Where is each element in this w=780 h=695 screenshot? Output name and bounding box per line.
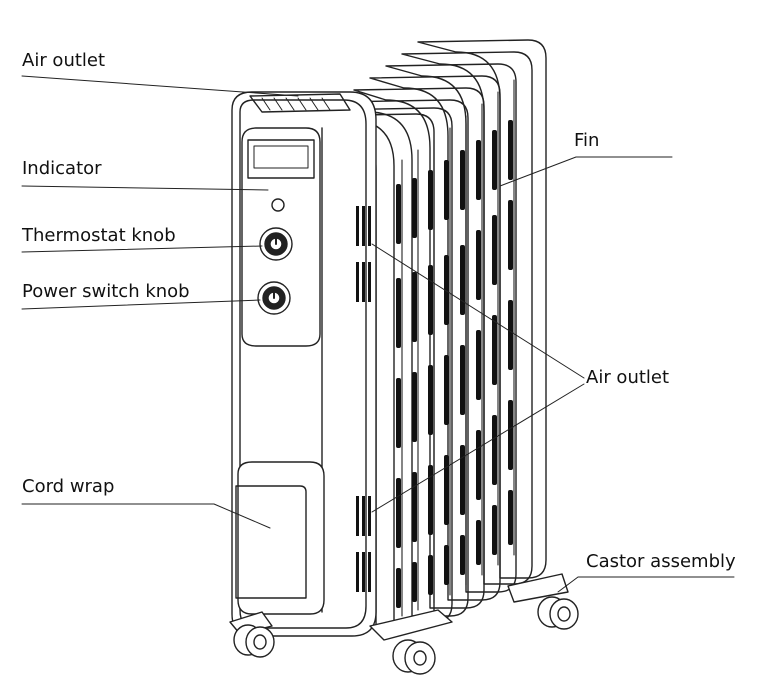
label-indicator: Indicator [22, 158, 102, 179]
fin-stack [305, 39, 547, 629]
leader-cord-wrap [21, 503, 271, 529]
power-switch-knob [257, 281, 291, 315]
cord-wrap [235, 461, 325, 615]
castor-assembly [229, 573, 579, 675]
leader-air-outlet-side-b [371, 383, 585, 513]
fin [417, 39, 547, 579]
indicator-light [271, 198, 285, 212]
label-castor-assembly: Castor assembly [586, 551, 736, 572]
side-vents [356, 206, 371, 592]
leader-thermostat [21, 245, 263, 253]
label-thermostat-knob: Thermostat knob [22, 225, 176, 246]
fin [369, 75, 501, 601]
wheel [392, 639, 436, 675]
leader-fin [499, 156, 673, 187]
label-air-outlet-side: Air outlet [586, 367, 670, 388]
thermostat-knob [259, 227, 293, 261]
fin [337, 99, 469, 617]
leader-air-outlet-top [21, 75, 299, 97]
leader-castor [557, 576, 735, 593]
leader-air-outlet-side-a [371, 243, 585, 379]
wheel [233, 624, 275, 658]
wheel [537, 596, 579, 630]
label-air-outlet-top: Air outlet [22, 50, 106, 71]
leader-indicator [21, 185, 269, 191]
control-panel [241, 127, 321, 347]
label-power-switch-knob: Power switch knob [22, 281, 190, 302]
label-fin: Fin [574, 130, 600, 151]
leader-lines [21, 75, 735, 593]
leader-power-switch [21, 299, 261, 310]
fin [385, 63, 517, 593]
label-cord-wrap: Cord wrap [22, 476, 115, 497]
